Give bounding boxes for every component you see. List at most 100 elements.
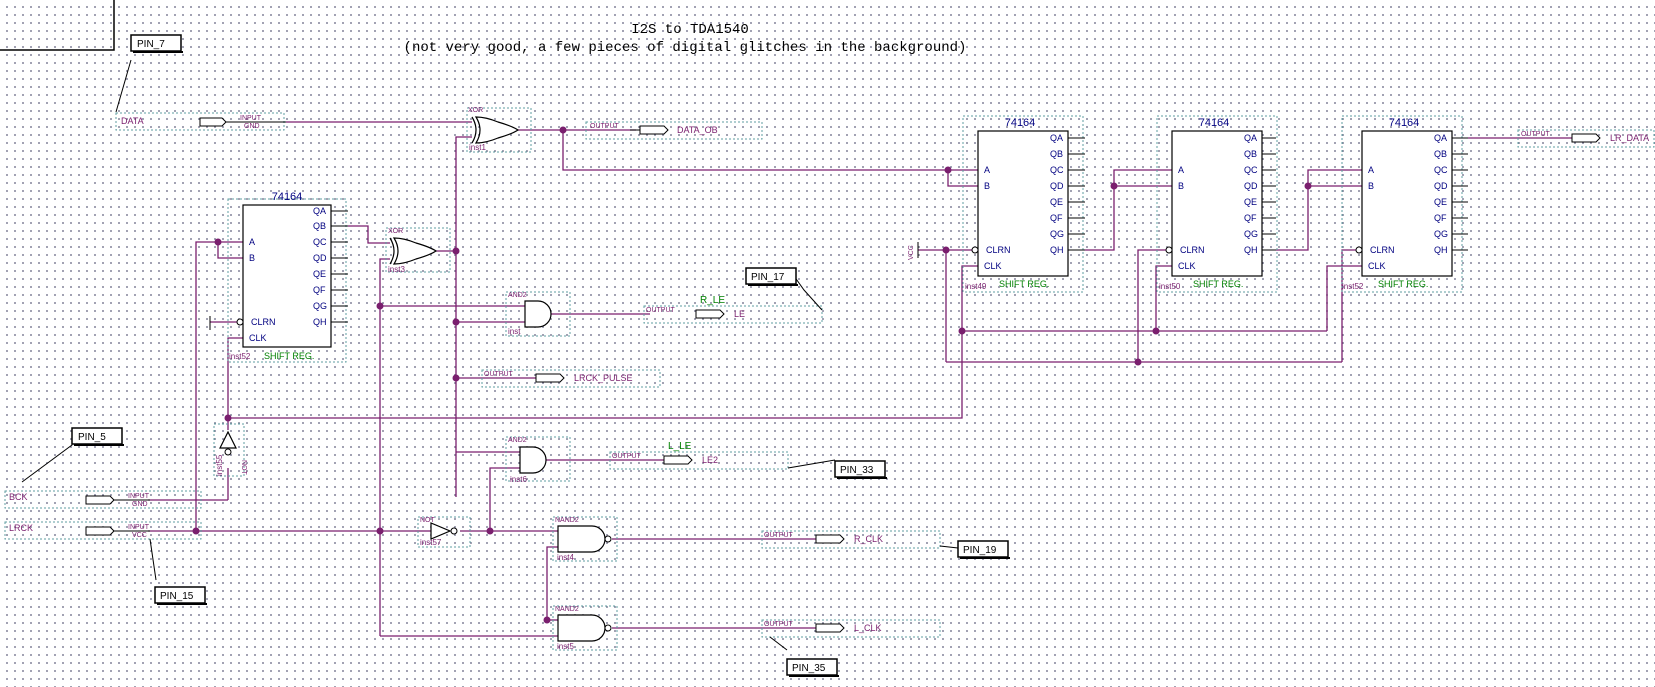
- svg-text:OUTPUT: OUTPUT: [646, 307, 676, 314]
- svg-text:QH: QH: [1050, 245, 1064, 255]
- svg-text:PIN_5: PIN_5: [78, 432, 106, 443]
- svg-text:PIN_15: PIN_15: [160, 591, 194, 602]
- svg-text:OUTPUT: OUTPUT: [764, 621, 794, 628]
- svg-text:QD: QD: [313, 253, 327, 263]
- svg-text:inst55: inst55: [215, 454, 224, 476]
- svg-text:R_LE: R_LE: [700, 295, 725, 306]
- svg-text:XOR: XOR: [468, 107, 483, 114]
- svg-text:QF: QF: [1244, 213, 1257, 223]
- svg-text:inst49: inst49: [965, 282, 987, 291]
- svg-text:INPUT: INPUT: [128, 524, 150, 531]
- junctions: [192, 126, 1312, 624]
- svg-text:LR_DATA: LR_DATA: [1610, 133, 1649, 143]
- svg-text:QB: QB: [1434, 149, 1447, 159]
- svg-text:QC: QC: [1434, 165, 1448, 175]
- svg-text:SHIFT REG.: SHIFT REG.: [264, 351, 314, 361]
- svg-text:74164: 74164: [1005, 117, 1036, 129]
- and-gate-inst[interactable]: AND2 inst: [505, 291, 571, 337]
- output-le[interactable]: OUTPUT LE R_LE: [643, 295, 823, 324]
- svg-text:SHIFT REG.: SHIFT REG.: [999, 279, 1049, 289]
- svg-text:CLRN: CLRN: [1180, 245, 1205, 255]
- output-r-clk[interactable]: OUTPUT R_CLK: [761, 530, 941, 549]
- svg-text:CLK: CLK: [984, 261, 1002, 271]
- svg-text:VCC: VCC: [908, 245, 915, 260]
- svg-text:R_CLK: R_CLK: [854, 534, 883, 544]
- svg-text:QG: QG: [1244, 229, 1258, 239]
- svg-text:INPUT: INPUT: [240, 115, 262, 122]
- svg-text:CLK: CLK: [1178, 261, 1196, 271]
- pin35-label: PIN_35: [769, 636, 839, 677]
- svg-text:QB: QB: [1050, 149, 1063, 159]
- output-lr-data[interactable]: OUTPUT LR_DATA: [1517, 129, 1655, 148]
- svg-text:QH: QH: [313, 317, 327, 327]
- not-gate-inst55[interactable]: NOT inst55: [213, 423, 247, 477]
- output-le2[interactable]: OUTPUT LE2 L_LE: [609, 441, 789, 470]
- svg-text:QH: QH: [1434, 245, 1448, 255]
- svg-text:QF: QF: [1050, 213, 1063, 223]
- svg-text:AND2: AND2: [508, 292, 527, 299]
- xor-gate-inst1[interactable]: XOR inst1: [466, 107, 532, 153]
- shift-register-3[interactable]: 74164 A B CLRN CLK QA QB QC QD QE QF QG …: [1341, 115, 1468, 293]
- svg-text:PIN_17: PIN_17: [751, 272, 785, 283]
- svg-text:QA: QA: [1244, 133, 1257, 143]
- pin7-label: PIN_7: [115, 34, 183, 113]
- svg-text:PIN_19: PIN_19: [963, 545, 997, 556]
- wires: [148, 121, 1572, 637]
- svg-text:SHIFT REG.: SHIFT REG.: [1378, 279, 1428, 289]
- svg-text:VCC: VCC: [132, 532, 147, 539]
- svg-text:L_CLK: L_CLK: [854, 623, 882, 633]
- svg-text:OUTPUT: OUTPUT: [1521, 131, 1551, 138]
- shift-register-1[interactable]: 74164 A B CLRN CLK QA QB QC QD QE QF QG …: [962, 115, 1085, 293]
- svg-text:QF: QF: [1434, 213, 1447, 223]
- nand-gate-inst4[interactable]: NAND2 inst4: [552, 516, 618, 562]
- svg-text:GND: GND: [132, 501, 148, 508]
- svg-text:inst52: inst52: [229, 352, 251, 361]
- svg-text:CLRN: CLRN: [986, 245, 1011, 255]
- input-lrck[interactable]: LRCK INPUT VCC: [4, 521, 202, 540]
- vcc-symbol: VCC: [908, 242, 919, 260]
- svg-text:L_LE: L_LE: [668, 441, 692, 452]
- input-bck[interactable]: BCK INPUT GND: [4, 490, 202, 509]
- svg-text:XOR: XOR: [388, 228, 403, 235]
- svg-text:LRCK: LRCK: [9, 523, 33, 533]
- svg-text:DATA: DATA: [121, 116, 144, 126]
- pin5-label: PIN_5: [21, 427, 124, 483]
- title-line2: (not very good, a few pieces of digital …: [404, 40, 967, 56]
- output-data-ob[interactable]: OUTPUT DATA_OB: [585, 121, 763, 140]
- shift-register-left[interactable]: 74164 A B CLRN CLK QA QB QC QD QE QF QG …: [209, 191, 348, 363]
- svg-text:NOT: NOT: [240, 460, 247, 476]
- xor-gate-inst3[interactable]: XOR inst3: [385, 227, 451, 274]
- svg-text:NOT: NOT: [420, 517, 436, 524]
- svg-text:QD: QD: [1244, 181, 1258, 191]
- svg-text:QE: QE: [1434, 197, 1447, 207]
- svg-text:QB: QB: [1244, 149, 1257, 159]
- output-lrck-pulse[interactable]: OUTPUT LRCK_PULSE: [481, 369, 661, 388]
- pin33-label: PIN_33: [787, 459, 887, 479]
- svg-text:BCK: BCK: [9, 492, 28, 502]
- svg-text:QD: QD: [1434, 181, 1448, 191]
- svg-text:QE: QE: [1050, 197, 1063, 207]
- output-l-clk[interactable]: OUTPUT L_CLK: [761, 619, 941, 638]
- sheet-frame-corner: [0, 0, 115, 51]
- svg-text:AND2: AND2: [508, 437, 527, 444]
- svg-text:OUTPUT: OUTPUT: [612, 453, 642, 460]
- svg-text:B: B: [1178, 181, 1184, 191]
- svg-text:LE: LE: [734, 309, 745, 319]
- svg-text:inst: inst: [508, 327, 521, 336]
- input-data[interactable]: DATA INPUT GND: [115, 112, 286, 131]
- svg-text:inst57: inst57: [420, 538, 442, 547]
- title-line1: I2S to TDA1540: [631, 22, 749, 38]
- shift-register-2[interactable]: 74164 A B CLRN CLK QA QB QC QD QE QF QG …: [1156, 115, 1278, 293]
- svg-text:QA: QA: [1050, 133, 1063, 143]
- svg-text:PIN_7: PIN_7: [137, 39, 165, 50]
- nand-gate-inst5[interactable]: NAND2 inst5: [552, 605, 618, 651]
- svg-text:inst5: inst5: [557, 642, 574, 651]
- svg-text:CLRN: CLRN: [1370, 245, 1395, 255]
- svg-text:QE: QE: [313, 269, 326, 279]
- and-gate-inst6[interactable]: AND2 inst6: [505, 436, 571, 484]
- svg-text:QC: QC: [313, 237, 327, 247]
- not-gate-inst57[interactable]: NOT inst57: [417, 516, 471, 548]
- svg-text:QB: QB: [313, 221, 326, 231]
- pin19-label: PIN_19: [939, 540, 1010, 559]
